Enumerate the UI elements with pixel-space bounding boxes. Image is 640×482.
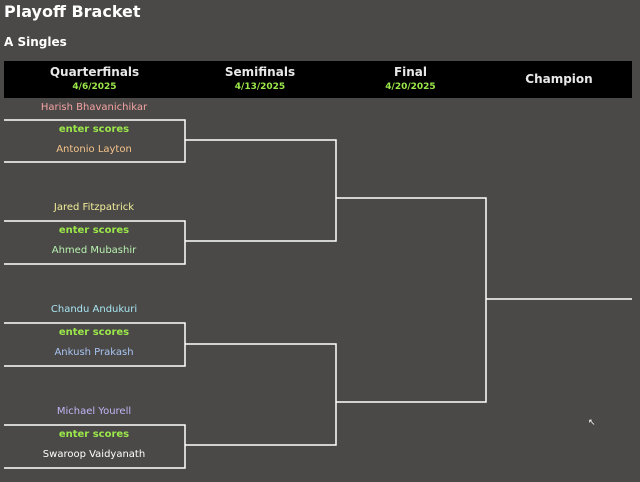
round-name: Final (393, 65, 428, 79)
enter-scores-button[interactable]: enter scores (58, 429, 130, 440)
player-name: Ankush Prakash (54, 347, 134, 358)
round-semifinals: Semifinals 4/13/2025 (185, 61, 335, 98)
round-name: Champion (525, 72, 593, 86)
sf1-bracket (185, 139, 337, 242)
player-name: Jared Fitzpatrick (53, 202, 135, 213)
qf2-bracket (4, 220, 186, 265)
round-quarterfinals: Quarterfinals 4/6/2025 (4, 61, 185, 98)
player-name: Antonio Layton (56, 144, 132, 155)
qf4-bracket (4, 424, 186, 469)
qf1-bracket (4, 119, 186, 163)
round-name: Semifinals (224, 65, 296, 79)
enter-scores-button[interactable]: enter scores (58, 225, 130, 236)
round-date: 4/20/2025 (385, 82, 436, 92)
round-date: 4/13/2025 (234, 82, 286, 92)
final-bracket (336, 197, 487, 403)
round-name: Quarterfinals (49, 65, 140, 79)
division-title: A Singles (4, 35, 67, 49)
round-date: 4/6/2025 (72, 82, 117, 92)
player-name: Michael Yourell (56, 406, 132, 417)
page-title: Playoff Bracket (4, 2, 141, 21)
player-name: Chandu Andukuri (50, 304, 138, 315)
mouse-cursor-icon: ↖ (588, 418, 596, 428)
sf2-bracket (185, 343, 337, 446)
enter-scores-button[interactable]: enter scores (58, 327, 130, 338)
player-name: Harish Bhavanichikar (40, 102, 148, 113)
player-name: Ahmed Mubashir (51, 245, 137, 256)
player-name: Swaroop Vaidyanath (42, 449, 146, 460)
round-final: Final 4/20/2025 (335, 61, 486, 98)
round-champion: Champion (486, 61, 632, 98)
enter-scores-button[interactable]: enter scores (58, 124, 130, 135)
round-header: Quarterfinals 4/6/2025 Semifinals 4/13/2… (4, 61, 632, 98)
